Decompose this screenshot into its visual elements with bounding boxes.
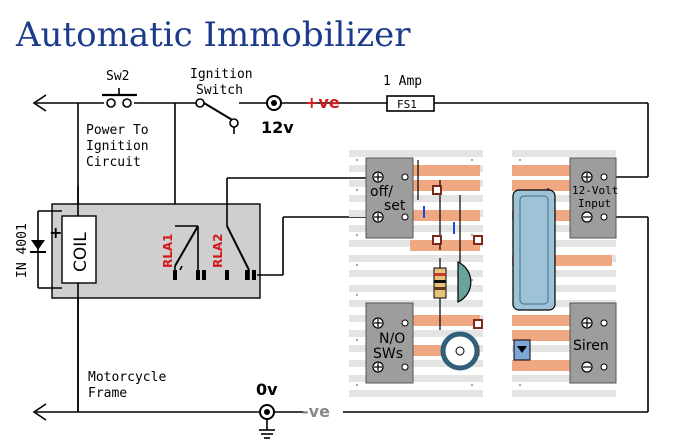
siren-label: Siren — [573, 338, 609, 354]
offset-label-1: off/ — [370, 184, 393, 200]
diagram-title: Automatic Immobilizer — [15, 15, 411, 55]
positive-terminal — [266, 95, 282, 111]
positive-label: +ve — [305, 93, 340, 112]
relay-coil — [61, 215, 97, 284]
ground-voltage-label: 0v — [256, 380, 278, 399]
power-label-1: Power To — [86, 123, 149, 138]
diode-plus-label: + — [49, 223, 62, 242]
rla2-label: RLA2 — [211, 233, 225, 268]
switch-contacts — [106, 98, 239, 128]
terminal-block-siren — [569, 302, 617, 384]
supply-voltage-label: 12v — [261, 118, 294, 137]
motorcycle-label-1: Motorcycle — [88, 370, 166, 385]
input-label-2: Input — [578, 197, 611, 210]
switches-label-1: N/O — [379, 331, 405, 347]
coil-label: COIL — [71, 232, 91, 272]
diode-label: IN 4001 — [15, 223, 30, 278]
fuse-rating-label: 1 Amp — [383, 74, 422, 89]
negative-label: -ve — [302, 402, 330, 421]
ignition-switch-label-2: Switch — [196, 83, 243, 98]
ground-terminal — [259, 404, 275, 420]
input-label-1: 12-Volt — [572, 184, 618, 197]
relay-contact-pins — [173, 270, 256, 280]
stripboard — [349, 150, 617, 397]
relay-module — [512, 189, 556, 311]
ignition-switch-label-1: Ignition — [190, 67, 253, 82]
fuse-fs1 — [386, 95, 435, 112]
rla1-label: RLA1 — [161, 233, 175, 268]
diode-symbol — [30, 240, 46, 253]
offset-label-2: set — [384, 198, 406, 214]
power-label-2: Ignition — [86, 139, 149, 154]
fuse-name-label: FS1 — [397, 98, 417, 111]
terminal-block-input — [569, 157, 617, 239]
relay-wiring — [37, 177, 370, 412]
power-label-3: Circuit — [86, 155, 141, 170]
switches-label-2: SWs — [373, 346, 403, 362]
motorcycle-label-2: Frame — [88, 386, 127, 401]
ground-wiring — [32, 216, 649, 439]
sw2-label: Sw2 — [106, 69, 129, 84]
terminal-block-offset — [365, 157, 414, 239]
transistor — [457, 261, 472, 303]
